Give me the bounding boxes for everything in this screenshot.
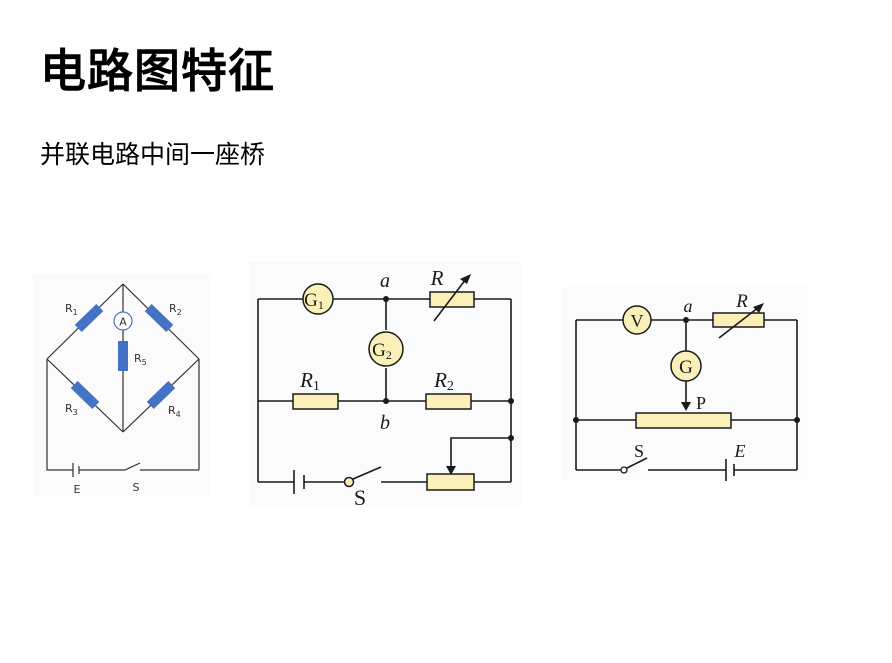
galvanometer-g2-icon [368, 331, 404, 367]
junction [508, 398, 514, 404]
voltmeter-label: V [631, 311, 644, 331]
resistor-r3 [70, 380, 100, 410]
ammeter-label: A [119, 316, 127, 329]
r1-label: R1 [299, 368, 320, 394]
rheostat-arrow-icon [460, 274, 471, 284]
switch-blade [124, 462, 141, 471]
node-b-label: b [380, 412, 390, 434]
galvanometer-icon [670, 350, 702, 382]
r4-label: R4 [168, 404, 181, 419]
slider-wire [450, 437, 511, 468]
resistor-r4 [146, 380, 176, 410]
wheatstone-bridge-diagram: A R1 R2 R3 R4 R5 E S [33, 274, 211, 496]
potentiometer-bridge-diagram: V G a R P S E [563, 287, 808, 481]
r3-label: R3 [65, 402, 78, 417]
potentiometer-bridge-svg: V G a R P S E [573, 291, 800, 481]
switch-label: S [354, 485, 366, 510]
rheostat-arrow-line [718, 306, 760, 339]
slider-p-arrow-icon [681, 402, 691, 411]
slide-subtitle: 并联电路中间一座桥 [40, 140, 266, 169]
junction-a [683, 317, 689, 323]
resistor-r1 [74, 303, 104, 333]
switch-blade [352, 466, 382, 480]
galvanometer-bridge-diagram: G1 G2 a b R R1 R2 S [249, 262, 522, 510]
rheostat-arrow-line [433, 278, 467, 322]
resistor-r2 [144, 303, 174, 333]
r5-label: R5 [134, 352, 147, 367]
resistor-r5 [118, 341, 128, 371]
rheostat-label: R [430, 266, 444, 290]
g2-label: G2 [372, 340, 392, 362]
junction [573, 417, 579, 423]
battery-label: E [734, 441, 746, 461]
galvanometer-g1-icon [302, 283, 334, 315]
rheostat-arrow-icon [753, 303, 764, 313]
junction-b [383, 398, 389, 404]
rheostat-r [429, 291, 475, 308]
switch-blade [626, 457, 648, 469]
wheatstone-bridge-svg: A R1 R2 R3 R4 R5 E S [46, 283, 200, 496]
rheostat-r [712, 312, 765, 328]
junction-a [383, 296, 389, 302]
resistor-r2 [425, 393, 472, 410]
galvanometer-bridge-svg: G1 G2 a b R R1 R2 S [257, 266, 514, 510]
junction [508, 435, 514, 441]
rheostat-label: R [735, 291, 748, 312]
ammeter-icon [113, 311, 133, 331]
r1-label: R1 [65, 302, 78, 317]
slider-arrow-icon [446, 466, 456, 475]
slide-rheostat [426, 473, 475, 491]
switch-label: S [634, 441, 644, 461]
junction [794, 417, 800, 423]
slide-wire-resistor [635, 412, 732, 429]
switch-label: S [133, 481, 140, 494]
galvanometer-label: G [679, 357, 693, 378]
switch-pivot [620, 466, 628, 474]
resistor-r1 [292, 393, 339, 410]
r2-label: R2 [169, 302, 182, 317]
slide-title: 电路图特征 [40, 44, 275, 98]
slider-p-label: P [696, 393, 706, 413]
voltmeter-icon [622, 305, 652, 335]
wire [46, 359, 73, 471]
switch-pivot [343, 476, 355, 488]
g1-label: G1 [304, 290, 324, 312]
battery-label: E [74, 483, 81, 496]
node-a-label: a [380, 270, 390, 292]
r2-label: R2 [433, 368, 454, 394]
node-a-label: a [684, 296, 693, 316]
